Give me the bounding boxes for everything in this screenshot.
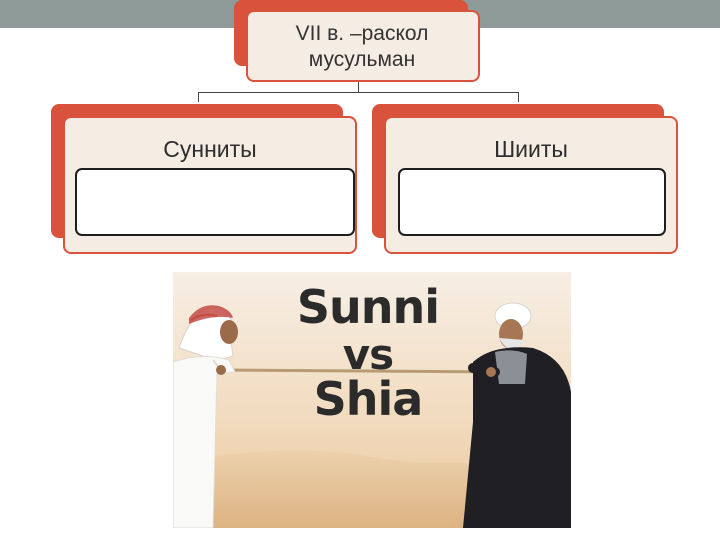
sunni-vs-shia-illustration: Sunni vs Shia (173, 272, 571, 528)
rope (222, 368, 519, 374)
illustration-scene (173, 272, 571, 528)
shia-figure (463, 302, 571, 528)
shia-label: Шииты (494, 136, 568, 162)
picture-word-vs: vs (342, 330, 394, 379)
root-node-label: VII в. –раскол мусульман (295, 22, 429, 71)
sunni-answer-box[interactable] (75, 168, 355, 236)
connector-left-drop (198, 92, 199, 102)
connector-horizontal (198, 92, 518, 93)
shia-answer-box[interactable] (398, 168, 666, 236)
sunni-figure (173, 305, 238, 528)
connector-right-drop (518, 92, 519, 102)
picture-word-sunni: Sunni (296, 280, 440, 334)
sunni-label: Сунниты (163, 136, 257, 162)
picture-word-shia: Shia (313, 372, 424, 426)
connector-vertical (358, 82, 359, 93)
